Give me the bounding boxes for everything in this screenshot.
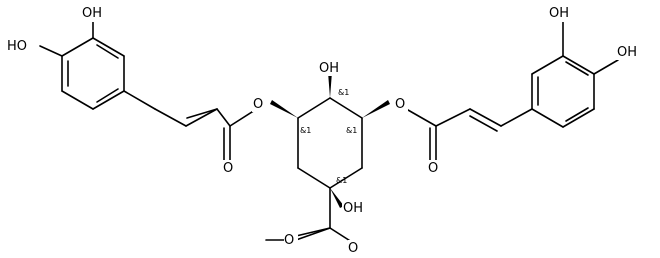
atom-label-o: O bbox=[428, 161, 438, 176]
stereo-label: &1 bbox=[300, 126, 311, 135]
stereo-descriptors: &1 &1 &1 &1 bbox=[300, 88, 357, 185]
stereo-label: &1 bbox=[336, 176, 347, 185]
stereo-bonds bbox=[270, 72, 390, 208]
atom-label-oh: OH bbox=[549, 6, 569, 21]
atom-label-oh: OH bbox=[82, 6, 102, 21]
atom-label-oh: OH bbox=[617, 45, 637, 60]
left-catechol-ring bbox=[61, 37, 125, 110]
atom-label-o: O bbox=[284, 233, 294, 248]
left-hydroxyl-bonds bbox=[39, 19, 94, 57]
stereo-label: &1 bbox=[346, 126, 357, 135]
atom-label-o: O bbox=[253, 97, 263, 112]
cyclohexane-core bbox=[297, 97, 363, 189]
right-hydroxyl-bonds bbox=[562, 21, 619, 75]
atom-labels: OH HO O O OH O O OH OH OH O O bbox=[6, 6, 640, 256]
atom-label-oh: OH bbox=[343, 201, 363, 216]
atom-label-oh: OH bbox=[319, 61, 339, 76]
left-propenoyl-chain bbox=[123, 90, 256, 161]
atom-label-o: O bbox=[223, 161, 233, 176]
right-ester-linkage bbox=[407, 108, 533, 161]
right-catechol-ring bbox=[531, 55, 595, 128]
atom-label-o: O bbox=[395, 97, 405, 112]
atom-label-o: O bbox=[348, 241, 358, 256]
methyl-ester-group bbox=[265, 187, 356, 245]
atom-label-ho: HO bbox=[7, 39, 27, 54]
stereo-label: &1 bbox=[338, 88, 349, 97]
